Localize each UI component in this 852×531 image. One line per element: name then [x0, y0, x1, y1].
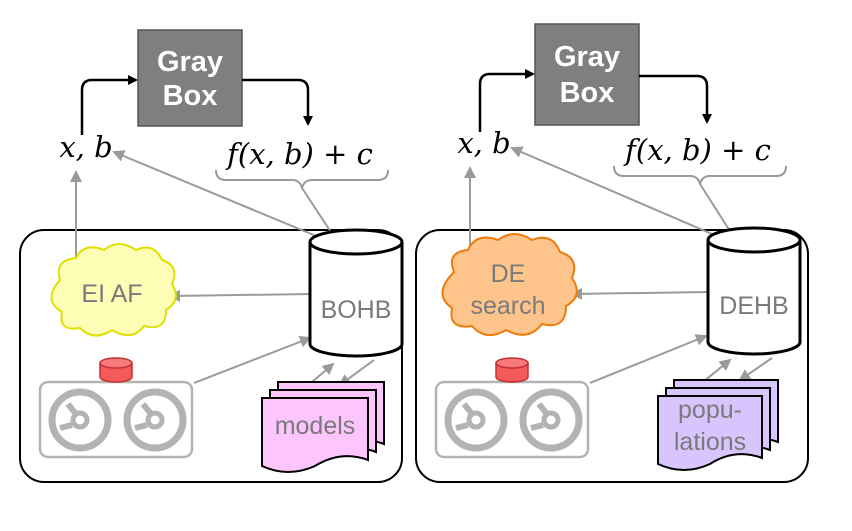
- left-red-cylinder-icon: [99, 357, 133, 383]
- right-panel: Gray Box x, b f(x, b) + c DE search DEHB: [415, 23, 809, 483]
- left-output-label: f(x, b) + c: [225, 137, 373, 171]
- left-panel: Gray Box x, b f(x, b) + c EI AF BOHB: [19, 29, 404, 483]
- right-container: [415, 229, 809, 483]
- left-tape-to-db-arrow: [193, 336, 312, 384]
- left-container: [19, 229, 403, 483]
- right-input-label: x, b: [457, 126, 510, 160]
- left-db-to-stack-arrow-2: [338, 359, 375, 387]
- right-output-brace: [613, 165, 787, 185]
- right-stack-label-line1: popu-: [678, 396, 742, 424]
- right-search-cloud: [441, 233, 578, 337]
- right-database-cylinder: [706, 226, 802, 356]
- right-red-cylinder-icon: [495, 357, 529, 383]
- right-cloud-label-line1: DE: [491, 260, 526, 288]
- left-models-stack: [261, 381, 385, 473]
- left-box-to-output-arrow: [242, 78, 313, 126]
- right-db-to-cloud-arrow: [570, 287, 709, 300]
- right-db-label: DEHB: [719, 292, 788, 320]
- left-graybox-line2: Box: [163, 80, 218, 112]
- right-tape-to-db-arrow: [589, 334, 708, 384]
- left-input-label: x, b: [59, 130, 112, 164]
- left-graybox: [137, 29, 243, 127]
- right-cloud-label-line2: search: [470, 292, 545, 320]
- left-graybox-line1: Gray: [157, 46, 223, 78]
- right-input-to-box-arrow: [478, 69, 535, 132]
- right-graybox-line1: Gray: [554, 41, 620, 73]
- left-db-to-cloud-arrow: [168, 289, 313, 302]
- left-database-cylinder: [308, 228, 404, 358]
- right-populations-stack: [657, 379, 779, 471]
- right-output-label: f(x, b) + c: [623, 133, 771, 167]
- left-stack-label: models: [275, 412, 356, 440]
- left-cloud-label: EI AF: [81, 280, 142, 308]
- right-db-to-input-arrow: [510, 146, 713, 235]
- left-acquisition-cloud: [50, 243, 177, 337]
- right-graybox: [534, 23, 640, 126]
- right-stack-label-line2: lations: [674, 428, 746, 456]
- left-db-label: BOHB: [321, 296, 392, 324]
- left-output-brace: [215, 169, 389, 189]
- right-db-to-stack-arrow-2: [738, 357, 773, 382]
- right-box-to-output-arrow: [639, 74, 712, 124]
- left-tape-storage-icon: [38, 380, 194, 459]
- left-input-to-box-arrow: [80, 75, 138, 135]
- left-db-to-input-arrow: [112, 150, 317, 237]
- right-graybox-line2: Box: [560, 77, 615, 109]
- right-tape-storage-icon: [434, 380, 590, 459]
